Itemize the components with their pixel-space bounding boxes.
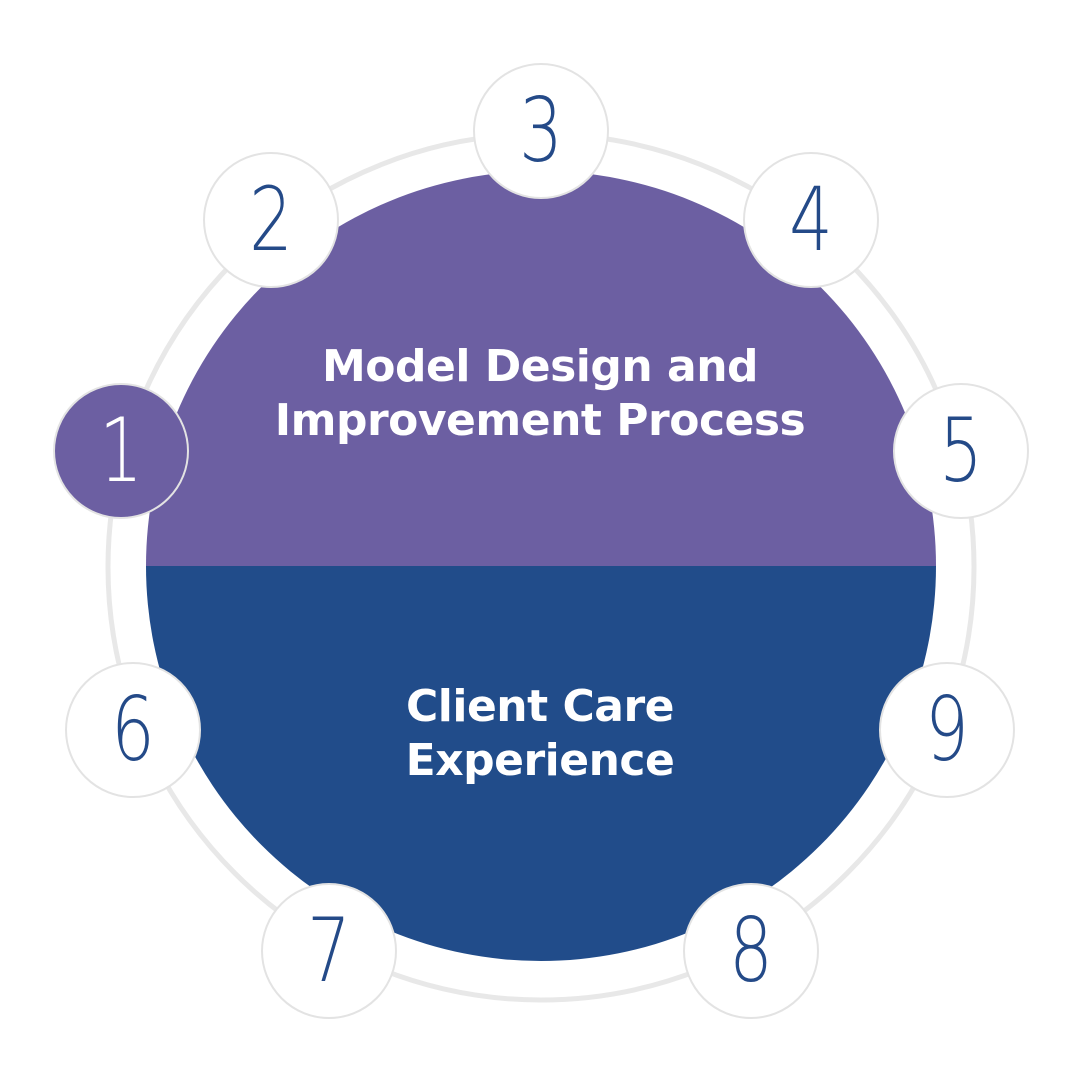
step-6-number: 6 (111, 678, 155, 781)
top-half-model-design (146, 171, 936, 566)
step-5-number: 5 (939, 399, 983, 502)
step-2-number: 2 (249, 168, 293, 271)
step-5[interactable]: 5 (893, 383, 1029, 519)
step-2[interactable]: 2 (203, 152, 339, 288)
model-design-label: Model Design and Improvement Process (240, 340, 840, 448)
step-8[interactable]: 8 (683, 883, 819, 1019)
step-9-number: 9 (925, 678, 969, 781)
step-9[interactable]: 9 (879, 662, 1015, 798)
step-7-number: 7 (307, 899, 351, 1002)
client-care-label-line-1: Client Care (406, 681, 675, 732)
client-care-label-line-2: Experience (405, 735, 675, 786)
step-1-number: 1 (99, 399, 143, 502)
step-7[interactable]: 7 (261, 883, 397, 1019)
step-3-number: 3 (519, 79, 563, 182)
client-care-label: Client Care Experience (240, 680, 840, 788)
step-4-number: 4 (789, 168, 833, 271)
step-3[interactable]: 3 (473, 63, 609, 199)
step-4[interactable]: 4 (743, 152, 879, 288)
model-design-label-line-2: Improvement Process (274, 395, 806, 446)
step-6[interactable]: 6 (65, 662, 201, 798)
step-8-number: 8 (729, 899, 773, 1002)
model-design-label-line-1: Model Design and (321, 341, 759, 392)
bottom-half-client-care (146, 566, 936, 961)
step-1[interactable]: 1 (53, 383, 189, 519)
